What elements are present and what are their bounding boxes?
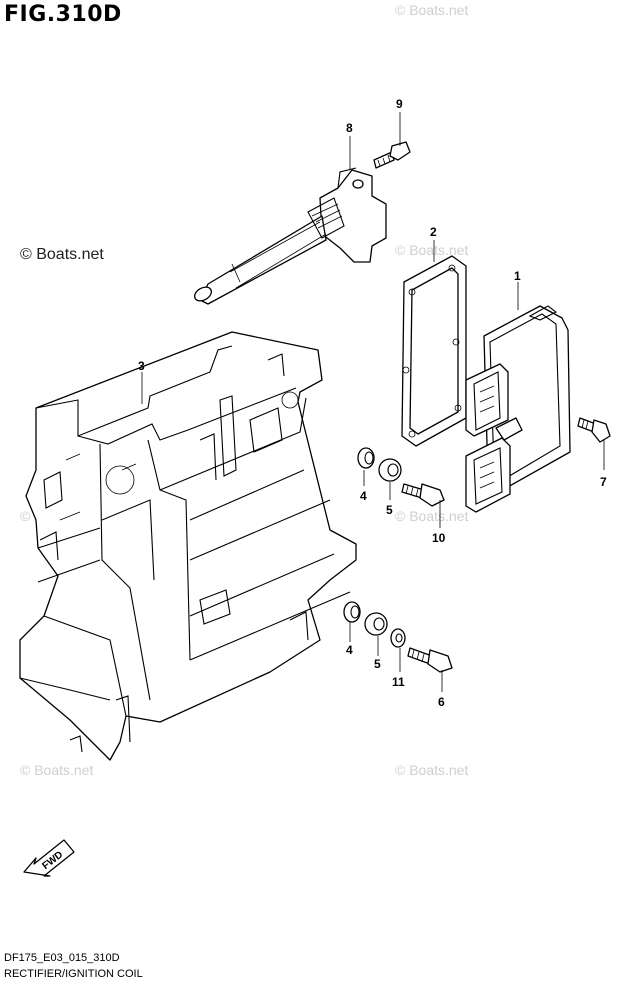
callout-7: 7 [600,475,607,489]
gasket[interactable] [401,255,467,447]
collar-5-lower[interactable] [364,612,388,636]
rectifier[interactable] [465,305,571,513]
callout-6: 6 [438,695,445,709]
bracket[interactable] [19,331,357,761]
watermark: © Boats.net [395,762,469,778]
callout-1: 1 [514,269,521,283]
bolt-7[interactable] [577,417,611,443]
figure-name: RECTIFIER/IGNITION COIL [4,968,143,980]
callout-8: 8 [346,121,353,135]
fwd-arrow-icon: FWD [23,839,75,877]
callout-9: 9 [396,97,403,111]
callout-2: 2 [430,225,437,239]
washer-11[interactable] [390,628,406,648]
watermark: © Boats.net [395,242,469,258]
figure-code: DF175_E03_015_310D [4,952,120,964]
callout-10: 10 [432,531,446,545]
watermark: © Boats.net [395,508,469,524]
callout-4-upper: 4 [360,489,367,503]
callout-5-upper: 5 [386,503,393,517]
watermark: © Boats.net [395,2,469,18]
callout-11: 11 [392,675,405,689]
bolt-6[interactable] [407,647,453,673]
watermark-main: © Boats.net [20,246,104,263]
leader-lines [141,112,605,692]
callout-3: 3 [138,359,145,373]
watermark: © Boats.net [20,762,94,778]
grommet-4-upper[interactable] [357,447,375,469]
callout-4-lower: 4 [346,643,353,657]
ignition-coil[interactable] [192,167,387,305]
collar-5-upper[interactable] [378,458,402,482]
callout-5-lower: 5 [374,657,381,671]
callout-labels: 1 2 3 4 4 5 5 6 7 8 9 10 11 [138,97,607,709]
figure-title: FIG.310D [4,2,122,27]
bolt-9[interactable] [373,141,411,169]
grommet-4-lower[interactable] [343,601,361,623]
bolt-10[interactable] [401,483,445,507]
